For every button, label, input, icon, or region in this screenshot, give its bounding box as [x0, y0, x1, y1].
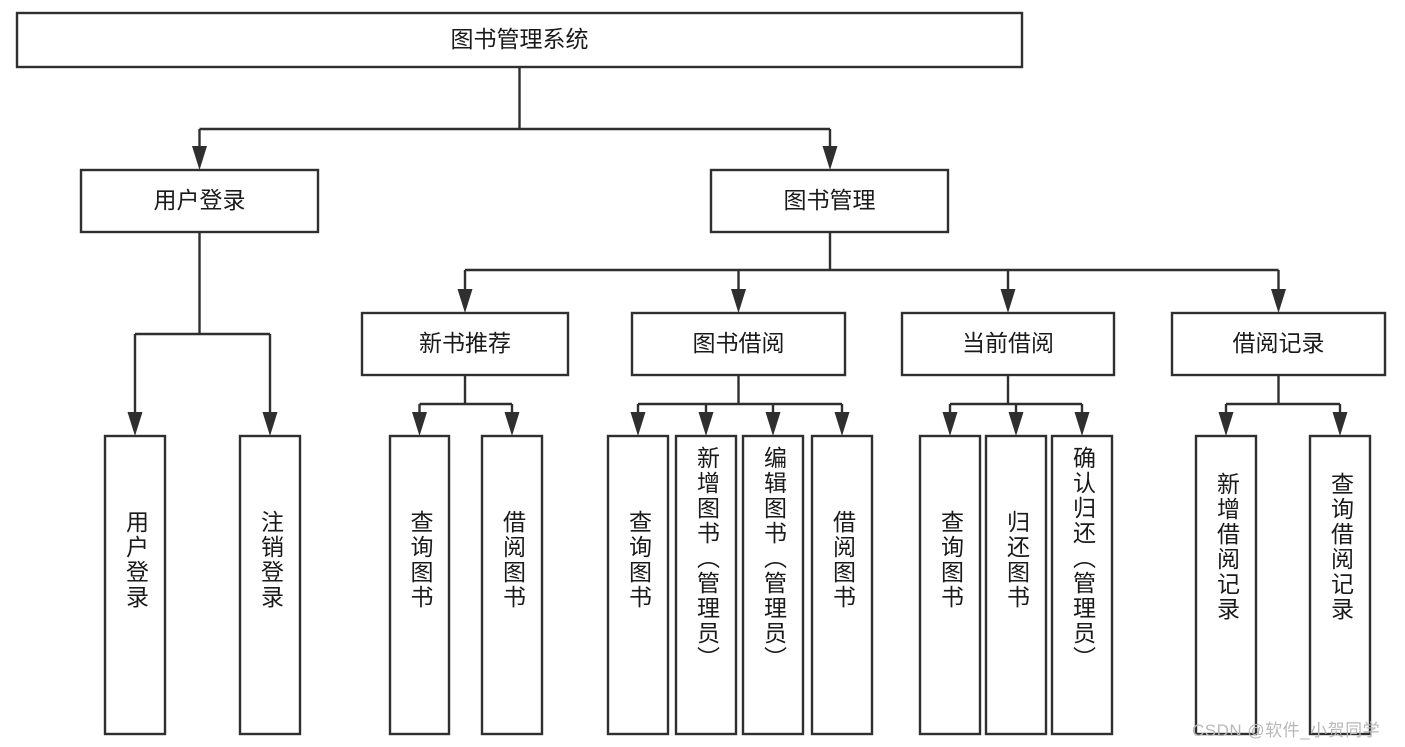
node-book-borrow-label: 图书借阅 — [693, 330, 785, 356]
arrow-head-icon — [412, 412, 427, 436]
watermark-text: CSDN @软件_小贺同学 — [1192, 721, 1381, 740]
node-book-borrow[interactable]: 图书借阅 — [630, 311, 847, 377]
connector-newbook-to-leaves — [412, 375, 520, 436]
arrow-head-icon — [942, 412, 958, 436]
leaf-box-query-book-1[interactable] — [388, 434, 451, 736]
arrow-head-icon — [504, 412, 520, 436]
arrow-head-icon — [1000, 289, 1016, 313]
connector-borrowrecord-to-leaves — [1218, 375, 1348, 436]
leaf-box-query-record[interactable] — [1308, 434, 1372, 736]
arrow-head-icon — [731, 289, 746, 313]
leaf-box-query-book-2[interactable] — [606, 434, 670, 736]
node-book-manage-label: 图书管理 — [784, 187, 876, 213]
arrow-head-icon — [127, 412, 143, 436]
arrow-head-icon — [1271, 289, 1286, 313]
leaf-box-user-login[interactable] — [103, 434, 167, 736]
leaf-box-return-book[interactable] — [984, 434, 1048, 736]
node-current-borrow[interactable]: 当前借阅 — [900, 311, 1116, 377]
connector-bookborrow-to-leaves — [630, 375, 850, 436]
connector-bookmanage-to-level3 — [457, 232, 1286, 313]
leaf-box-add-record[interactable] — [1194, 434, 1258, 736]
arrow-head-icon — [1218, 412, 1234, 436]
leaf-box-logout[interactable] — [238, 434, 302, 736]
leaf-box-query-book-3[interactable] — [918, 434, 982, 736]
arrow-head-icon — [1332, 412, 1348, 436]
arrow-head-icon — [1074, 412, 1090, 436]
node-new-book-recommend-label: 新书推荐 — [419, 330, 511, 356]
arrow-head-icon — [822, 146, 838, 170]
arrow-head-icon — [1008, 412, 1024, 436]
node-new-book-recommend[interactable]: 新书推荐 — [360, 311, 570, 377]
node-root-book-management-system[interactable]: 图书管理系统 — [15, 11, 1024, 69]
node-user-login-label: 用户登录 — [154, 187, 246, 213]
arrow-head-icon — [630, 412, 646, 436]
node-user-login[interactable]: 用户登录 — [79, 168, 320, 234]
arrow-head-icon — [192, 146, 207, 170]
node-root-label: 图书管理系统 — [451, 26, 589, 52]
leaf-box-borrow-book-2[interactable] — [810, 434, 874, 736]
connector-root-to-level2 — [192, 67, 838, 170]
connector-userlogin-to-leaves — [127, 232, 278, 436]
leaf-box-confirm-return[interactable] — [1050, 434, 1114, 736]
node-borrow-record-label: 借阅记录 — [1233, 330, 1325, 356]
connector-currentborrow-to-leaves — [942, 375, 1090, 436]
leaf-boxes — [103, 434, 1372, 736]
node-book-manage[interactable]: 图书管理 — [709, 168, 950, 234]
arrow-head-icon — [834, 412, 850, 436]
arrow-head-icon — [765, 412, 781, 436]
leaf-box-add-book[interactable] — [674, 434, 738, 736]
node-borrow-record[interactable]: 借阅记录 — [1170, 311, 1387, 377]
node-current-borrow-label: 当前借阅 — [962, 330, 1054, 356]
arrow-head-icon — [698, 412, 714, 436]
arrow-head-icon — [262, 412, 278, 436]
leaf-box-edit-book[interactable] — [741, 434, 805, 736]
arrow-head-icon — [457, 289, 473, 313]
leaf-box-borrow-book-1[interactable] — [480, 434, 544, 736]
